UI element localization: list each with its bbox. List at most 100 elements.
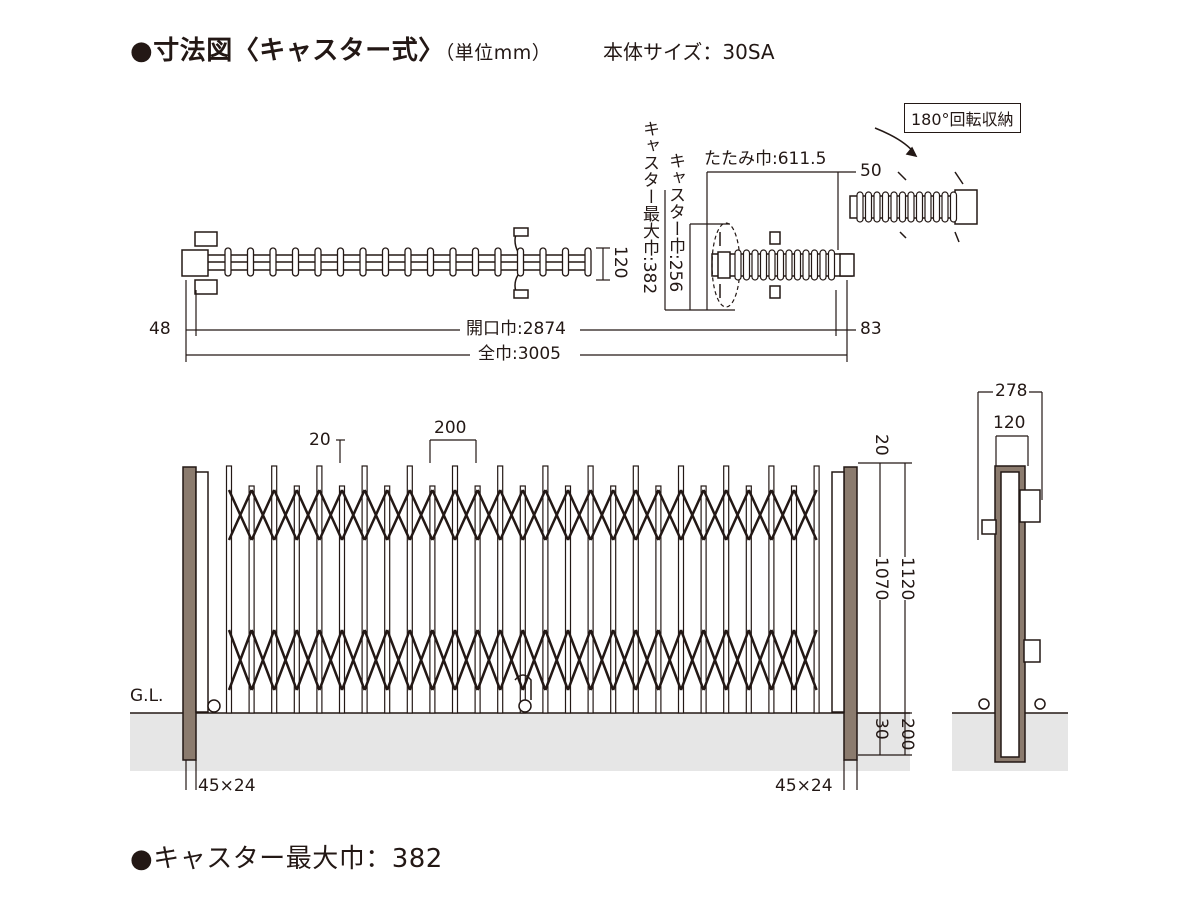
gate-bar (632, 465, 639, 714)
folded-rib-rotated (924, 191, 932, 223)
gate-bar (474, 485, 481, 714)
lattice-link (363, 489, 389, 541)
lattice-link (521, 489, 547, 541)
lattice-link (318, 629, 344, 691)
plan-loop (381, 247, 390, 277)
lattice-link (544, 629, 570, 691)
plan-loop (359, 247, 367, 277)
bar-pitch: 200 (434, 418, 467, 438)
side-view-frame (978, 465, 1046, 763)
folded-rib-rotated (873, 191, 881, 223)
folded-width: たたみ巾:611.5 (704, 149, 827, 169)
lattice-link (386, 629, 411, 691)
lattice-link (340, 489, 366, 541)
lattice-link (566, 629, 592, 691)
folded-rib-rotated (864, 191, 873, 223)
folded-rib (742, 249, 751, 281)
plan-loop (561, 247, 570, 277)
elevation-bars (225, 465, 820, 714)
lattice-link (453, 489, 479, 541)
ground-label: G.L. (130, 686, 164, 706)
lattice-link (747, 629, 773, 691)
side-width-inner: 120 (993, 413, 1026, 433)
lattice-link (770, 489, 796, 541)
bottom-gap: 30 (871, 718, 891, 740)
gate-bar (813, 465, 820, 714)
gate-bar (248, 485, 255, 714)
lattice-link (634, 629, 660, 691)
lattice-link (340, 629, 366, 691)
folded-rib (751, 249, 759, 281)
folded-rib (802, 249, 810, 281)
gate-bar (497, 465, 504, 714)
lattice-link (408, 629, 434, 691)
lattice-link (318, 489, 344, 541)
plan-loop (449, 247, 457, 277)
plan-opening-width: 開口巾:2874 (464, 319, 568, 339)
gate-bar (790, 485, 798, 714)
lattice-link (792, 629, 818, 691)
lattice-link (725, 629, 750, 691)
folded-rib-rotated (915, 191, 924, 223)
plan-loop (426, 247, 435, 277)
folded-rib-rotated (898, 191, 907, 223)
plan-loop (314, 247, 322, 277)
plan-loop (584, 247, 592, 277)
lattice-link (679, 489, 705, 541)
lattice-link (589, 629, 615, 691)
footer-caster-label: ●キャスター最大巾：382 (130, 838, 443, 875)
rotation-badge: 180°回転収納 (904, 103, 1021, 133)
caster-width: キャスター巾:256 (665, 152, 685, 293)
gate-bar (361, 465, 368, 714)
gate-bar (338, 485, 346, 714)
title-bullet: ● (130, 36, 154, 66)
plan-left-offset: 48 (149, 319, 171, 339)
gate-bar (587, 465, 594, 714)
lattice-link (521, 629, 547, 691)
folded-rib-rotated (890, 191, 898, 223)
gate-bar (293, 485, 300, 714)
post-right-size: 45×24 (775, 776, 833, 796)
lattice-link (273, 489, 298, 541)
plan-loop (404, 247, 412, 277)
gate-bar (384, 485, 391, 714)
folded-rib-rotated (949, 191, 958, 223)
post-left-size: 45×24 (198, 776, 256, 796)
folded-rib (776, 249, 785, 281)
folded-rib (827, 249, 836, 281)
gate-bar (451, 465, 459, 714)
plan-loop (246, 247, 255, 277)
gate-bar (271, 465, 278, 714)
plan-right-offset: 83 (860, 319, 882, 339)
gate-bar (429, 485, 436, 714)
gate-bar (519, 485, 526, 714)
lattice-link (544, 489, 570, 541)
plan-depth: 120 (610, 246, 630, 279)
lattice-link (792, 489, 818, 541)
plan-dimensions (185, 247, 856, 362)
folded-rib-rotated (941, 191, 949, 223)
lattice-link (227, 629, 253, 691)
footer-text: キャスター最大巾：382 (153, 844, 443, 874)
lattice-link (499, 629, 524, 691)
plan-loop (471, 247, 480, 277)
gate-bar (677, 465, 685, 714)
lattice-link (499, 489, 524, 541)
plan-loop (224, 247, 232, 277)
plan-loop (269, 247, 277, 277)
gate-bar (225, 465, 233, 714)
lattice-link (295, 489, 321, 541)
ground-fill (130, 713, 910, 771)
folded-rib (810, 249, 819, 281)
lattice-link (702, 489, 728, 541)
side-width-total: 278 (993, 381, 1030, 401)
plan-loop (539, 247, 547, 277)
lattice-link (657, 489, 683, 541)
folded-rib (819, 249, 827, 281)
gate-bar (700, 485, 707, 714)
folded-offset: 50 (860, 161, 882, 181)
title-text: 寸法図〈キャスター式〉 (153, 36, 445, 66)
lattice-link (702, 629, 728, 691)
size-label: 本体サイズ：30SA (603, 40, 775, 64)
gate-bar (406, 465, 413, 714)
